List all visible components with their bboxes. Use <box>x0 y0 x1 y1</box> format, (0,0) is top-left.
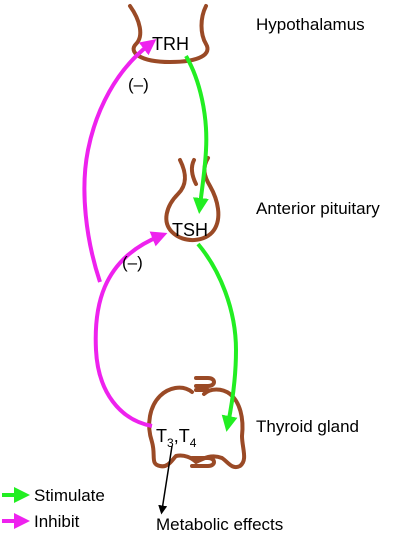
legend-inhibit-label: Inhibit <box>34 512 80 531</box>
anterior-pituitary-shape <box>164 156 221 242</box>
inhibit-arrow-loop <box>93 231 168 428</box>
inhibit-arrow-to-hypothalamus <box>82 39 157 283</box>
t4-base: T <box>179 426 190 446</box>
trachea-ring-top <box>194 376 216 388</box>
thyroid-gland-label: Thyroid gland <box>256 417 359 436</box>
stimulate-arrow-trh-to-pituitary <box>184 54 209 214</box>
anterior-pituitary-label: Anterior pituitary <box>256 199 380 218</box>
legend: Stimulate Inhibit <box>2 486 105 531</box>
hypothalamus-label: Hypothalamus <box>256 15 365 34</box>
trachea-ring-low <box>190 456 216 468</box>
metabolic-effects-label: Metabolic effects <box>156 515 283 534</box>
t3-subscript: 3 <box>167 436 174 450</box>
metabolic-effects-arrow <box>158 445 173 515</box>
hypothalamus-shape <box>128 4 210 64</box>
t4-subscript: 4 <box>190 436 197 450</box>
legend-stimulate-label: Stimulate <box>34 486 105 505</box>
feedback-label-upper: (–) <box>128 75 149 94</box>
pituitary-stalk-shape <box>189 158 198 186</box>
trh-label: TRH <box>152 34 189 54</box>
t3-base: T <box>156 426 167 446</box>
t-separator: , <box>174 426 179 446</box>
tsh-label: TSH <box>172 220 208 240</box>
feedback-label-lower: (–) <box>122 253 143 272</box>
stimulate-arrow-tsh-to-thyroid <box>196 242 239 432</box>
t3-t4-label: T3,T4 <box>156 426 197 450</box>
